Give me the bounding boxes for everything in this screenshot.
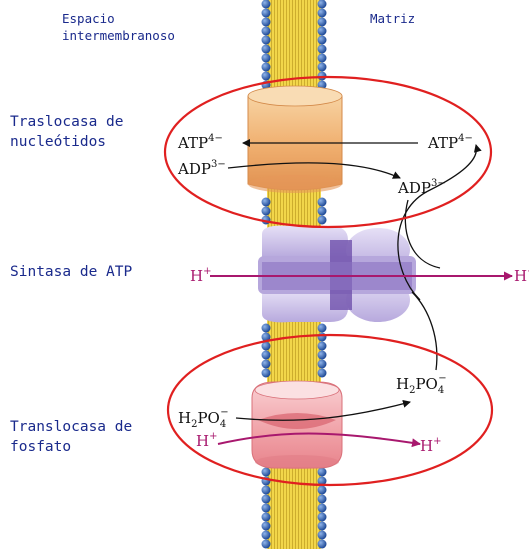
lipid-head xyxy=(262,9,271,18)
lipid-head xyxy=(318,216,327,225)
lipid-head xyxy=(262,504,271,513)
lipid-head xyxy=(262,54,271,63)
lipid-head xyxy=(318,342,327,351)
atp-left-label: ATP4− xyxy=(177,133,223,152)
lipid-head xyxy=(262,486,271,495)
lipid-head xyxy=(262,63,271,72)
lipid-head xyxy=(318,18,327,27)
lipid-head xyxy=(262,513,271,522)
adp-right-label: ADP3− xyxy=(397,178,446,197)
phosphate-h-left-label: H+ xyxy=(196,431,217,450)
lipid-head xyxy=(318,369,327,378)
lipid-head xyxy=(262,198,271,207)
lipid-head xyxy=(318,351,327,360)
lipid-head xyxy=(262,351,271,360)
atp-right-label: ATP4− xyxy=(427,133,473,152)
lipid-head xyxy=(318,522,327,531)
lipid-head xyxy=(318,360,327,369)
phosphate-h-right-label: H+ xyxy=(420,436,441,455)
lipid-head xyxy=(262,45,271,54)
h2po4-left-label: H2PO4− xyxy=(178,407,229,430)
lipid-head xyxy=(318,531,327,540)
lipid-head xyxy=(318,207,327,216)
lipid-head xyxy=(262,36,271,45)
lipid-head xyxy=(318,54,327,63)
lipid-head xyxy=(318,540,327,549)
nucleotide-translocase-protein xyxy=(248,86,342,193)
phosphate-translocase-protein xyxy=(252,381,342,469)
lipid-head xyxy=(262,522,271,531)
lipid-head xyxy=(262,531,271,540)
synthase-h-left-label: H+ xyxy=(190,266,211,285)
lipid-head xyxy=(262,495,271,504)
adp-left-label: ADP3− xyxy=(177,159,226,178)
lipid-head xyxy=(318,504,327,513)
lipid-head xyxy=(318,495,327,504)
lipid-head xyxy=(262,207,271,216)
h2po4-right-label: H2PO4− xyxy=(396,373,447,396)
lipid-head xyxy=(318,9,327,18)
atp-synthase-protein xyxy=(258,226,416,323)
lipid-head xyxy=(262,18,271,27)
lipid-head xyxy=(318,486,327,495)
lipid-head xyxy=(262,540,271,549)
lipid-head xyxy=(318,333,327,342)
lipid-head xyxy=(262,468,271,477)
lipid-head xyxy=(318,324,327,333)
lipid-head xyxy=(262,369,271,378)
lipid-head xyxy=(318,198,327,207)
lipid-head xyxy=(318,468,327,477)
lipid-head xyxy=(318,513,327,522)
lipid-head xyxy=(318,36,327,45)
lipid-head xyxy=(318,45,327,54)
lipid-head xyxy=(318,27,327,36)
lipid-head xyxy=(262,72,271,81)
lipid-head xyxy=(262,27,271,36)
synthase-h-right-label: H+ xyxy=(514,266,529,285)
lipid-head xyxy=(262,324,271,333)
lipid-head xyxy=(318,63,327,72)
lipid-head xyxy=(262,360,271,369)
